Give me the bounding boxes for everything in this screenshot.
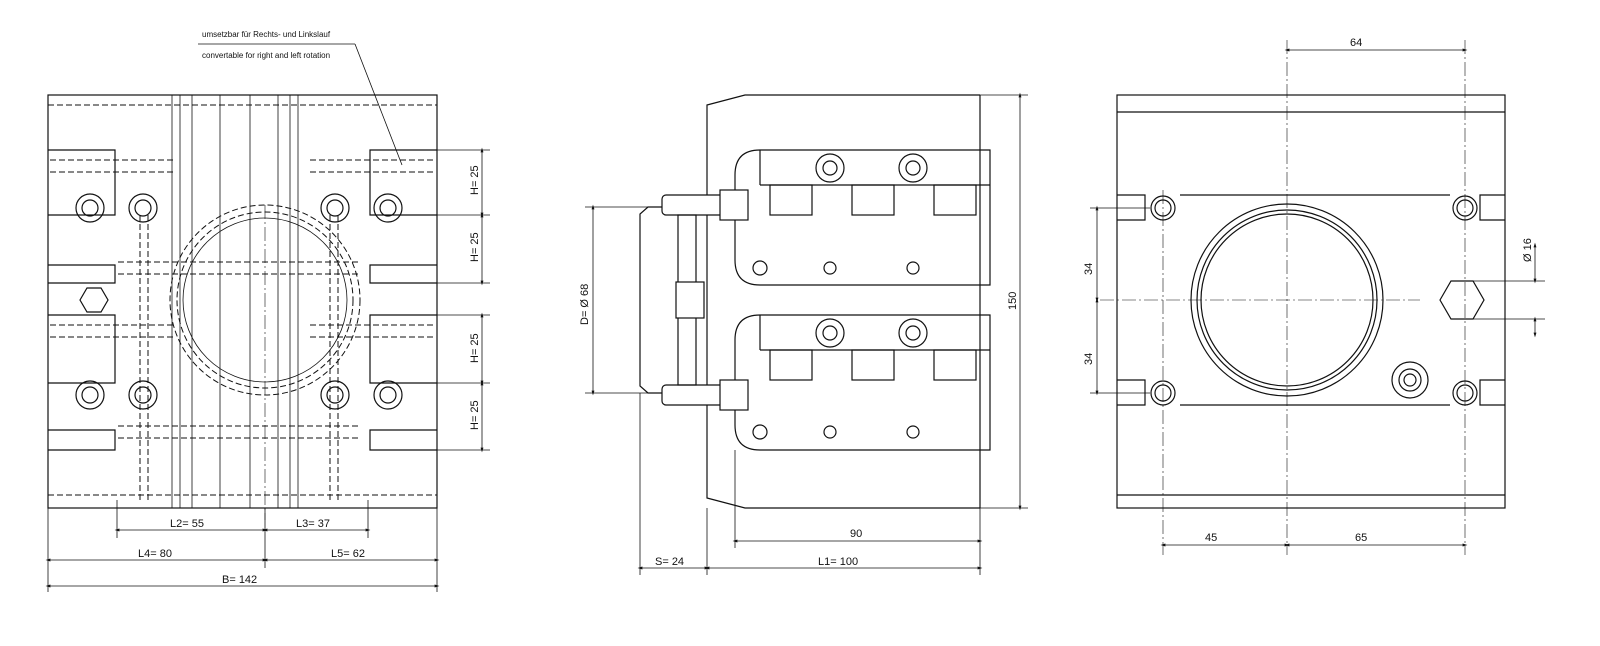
side-view: D= Ø 68 150 90 S= 24 L1= 100: [579, 92, 1028, 575]
front-view: umsetzbar für Rechts- und Linkslauf conv…: [45, 30, 490, 592]
note-english: convertable for right and left rotation: [202, 51, 330, 60]
dim-s: S= 24: [655, 556, 684, 568]
dim-hole-dia: Ø 16: [1522, 238, 1534, 262]
dim-34-upper: 34: [1083, 263, 1095, 275]
dim-64: 64: [1350, 37, 1362, 49]
dim-l1: L1= 100: [818, 556, 858, 568]
dim-l3: L3= 37: [296, 518, 330, 530]
dim-45: 45: [1205, 532, 1217, 544]
rear-view: 64 34 34 Ø 16 45 65: [1083, 37, 1545, 555]
dim-b: B= 142: [222, 574, 257, 586]
dim-h-3: H= 25: [469, 333, 481, 363]
dim-h-2: H= 25: [469, 232, 481, 262]
dim-90: 90: [850, 528, 862, 540]
dim-l2: L2= 55: [170, 518, 204, 530]
dim-h-1: H= 25: [469, 165, 481, 195]
note-german: umsetzbar für Rechts- und Linkslauf: [202, 30, 331, 39]
bolt-holes: [75, 193, 403, 410]
dim-d: D= Ø 68: [579, 284, 591, 325]
dim-65: 65: [1355, 532, 1367, 544]
dim-l4: L4= 80: [138, 548, 172, 560]
dim-l5: L5= 62: [331, 548, 365, 560]
dim-height: 150: [1007, 292, 1019, 310]
dim-34-lower: 34: [1083, 353, 1095, 365]
dim-h-4: H= 25: [469, 400, 481, 430]
